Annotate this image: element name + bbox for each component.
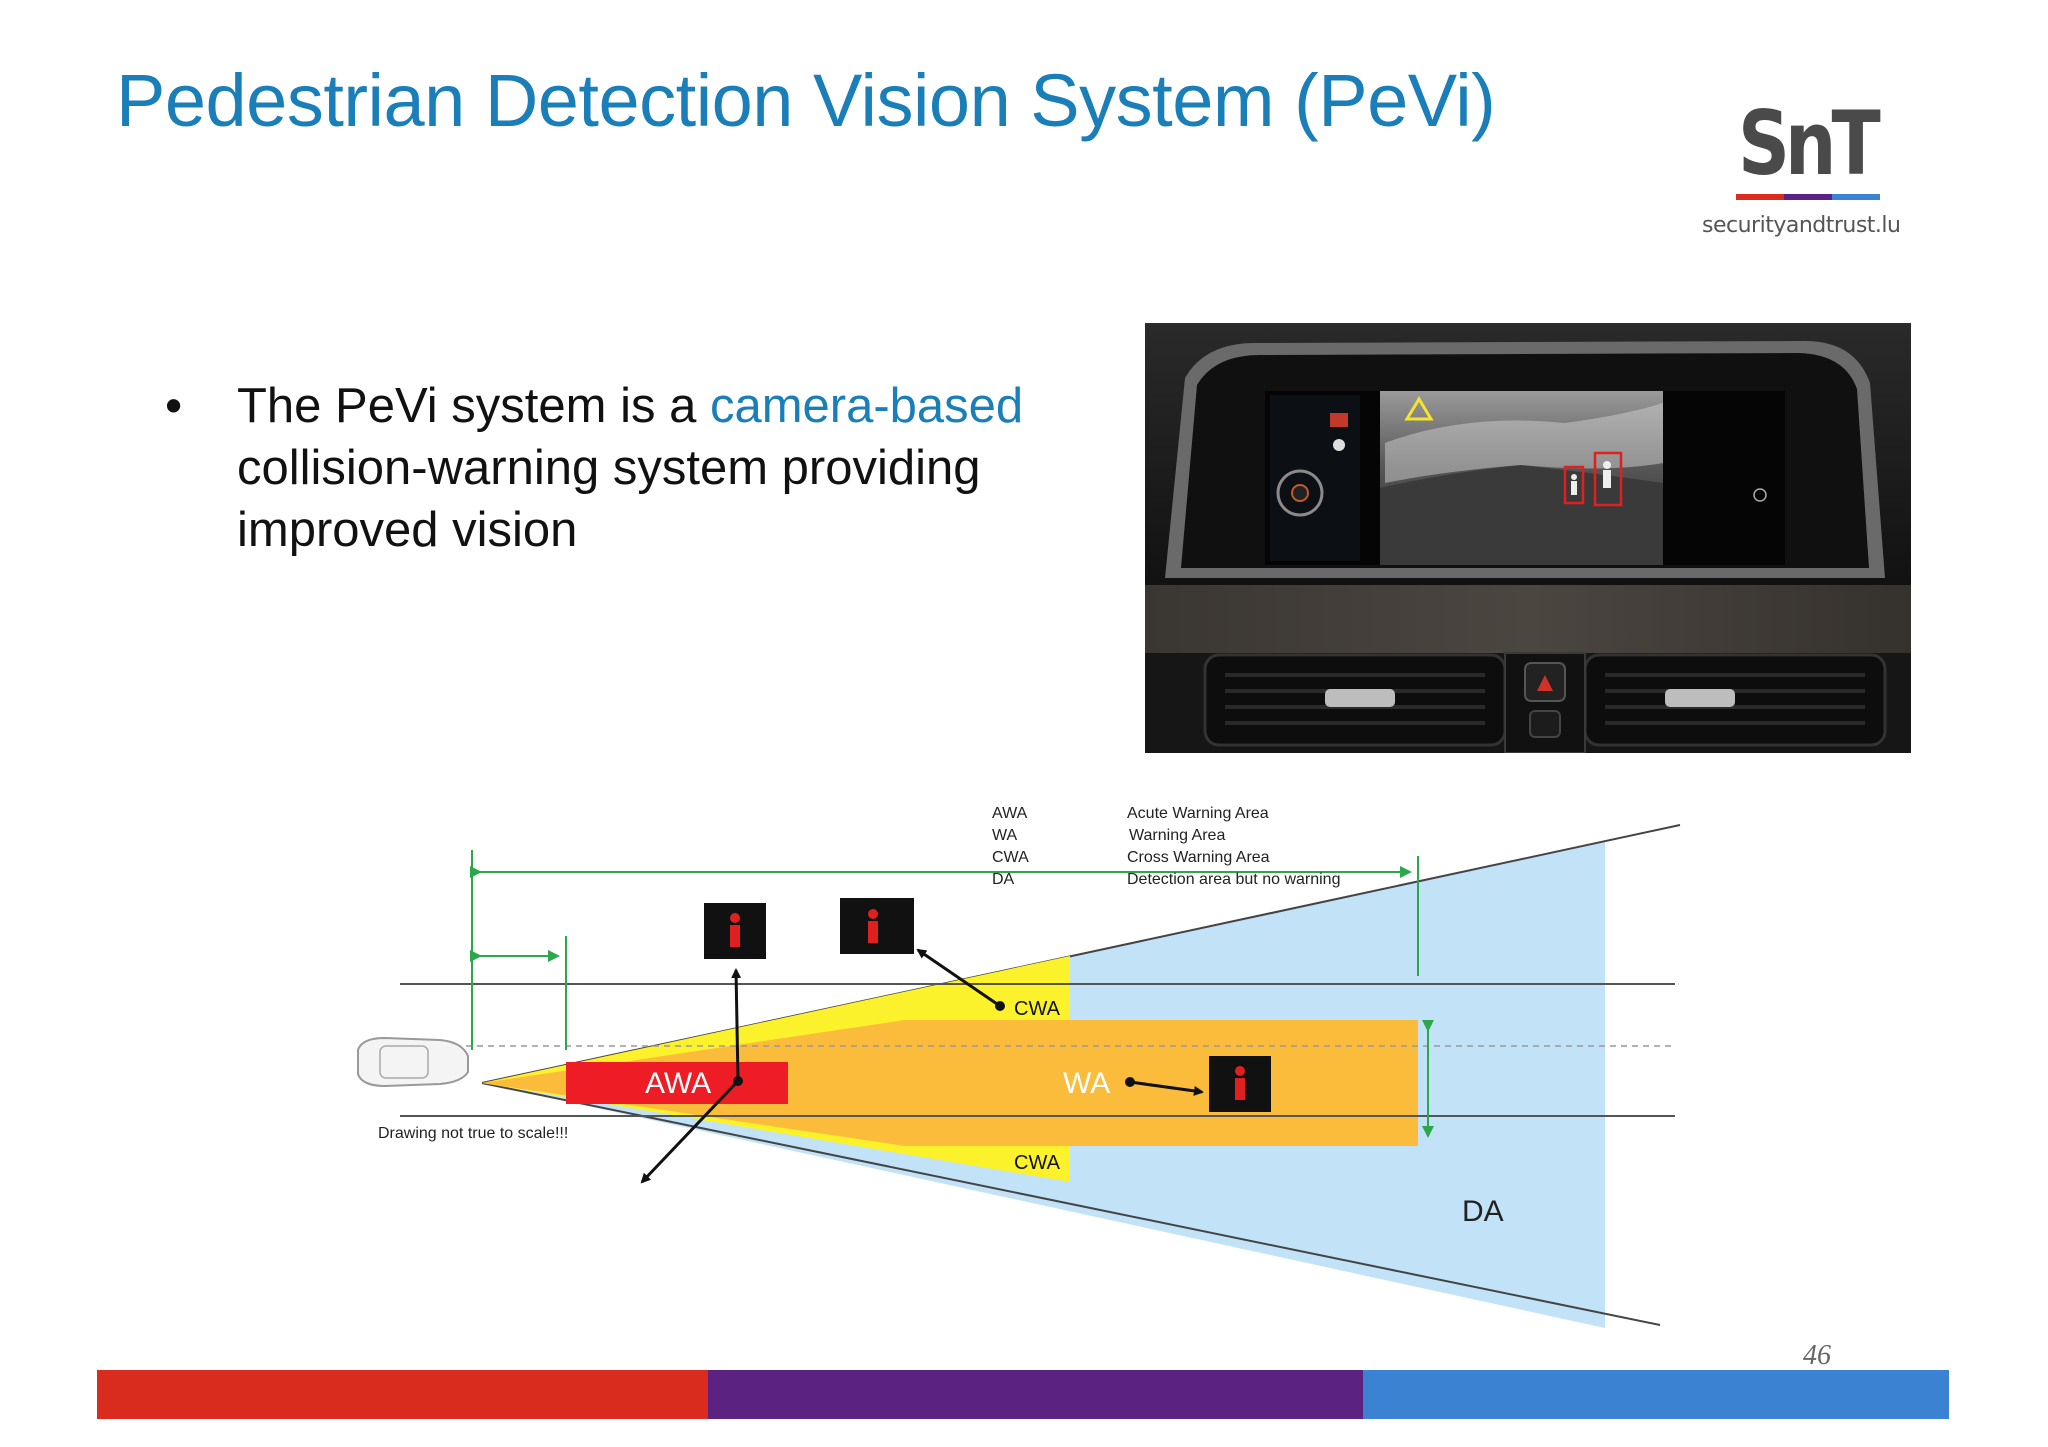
pedestrian-icon-top-left — [704, 903, 766, 959]
logo-mark: SnT — [1738, 92, 1881, 195]
awa-label: AWA — [645, 1067, 711, 1100]
footer-bar-red — [97, 1370, 708, 1419]
legend-meaning-cwa: Cross Warning Area — [1127, 849, 1270, 866]
car-icon — [357, 1036, 469, 1088]
legend-abbr-wa: WA — [992, 827, 1018, 844]
footer-bar-purple — [708, 1370, 1363, 1419]
bullet-symbol: • — [165, 379, 183, 433]
legend-meaning-wa: Warning Area — [1129, 827, 1225, 844]
logo-url: securityandtrust.lu — [1702, 213, 1901, 238]
pevi-zone-diagram: AWA WA CWA CWA DA Drawing not true to sc… — [357, 805, 1681, 1328]
pedestrian-icon-wa — [1209, 1056, 1271, 1112]
da-label: DA — [1462, 1195, 1504, 1228]
logo-bar-red — [1736, 194, 1784, 200]
legend-meaning-da: Detection area but no warning — [1127, 871, 1340, 888]
acute-warning-area — [566, 1062, 788, 1104]
snt-logo: SnT securityandtrust.lu — [1690, 92, 1901, 250]
footer-bar-blue — [1363, 1370, 1949, 1419]
page-number: 46 — [1803, 1340, 1831, 1371]
logo-bar-blue — [1832, 194, 1880, 200]
legend-meaning-awa: Acute Warning Area — [1127, 805, 1269, 822]
warning-area — [482, 1020, 1418, 1146]
bullet-text-before: The PeVi system is a — [237, 379, 710, 433]
cwa-bottom-label: CWA — [1014, 1152, 1061, 1174]
dashboard-photo — [1145, 323, 1911, 753]
legend-abbr-cwa: CWA — [992, 849, 1029, 866]
bullet-text: The PeVi system is a camera-based collis… — [237, 375, 1097, 561]
scale-note: Drawing not true to scale!!! — [378, 1125, 568, 1142]
bullet-text-after: collision-warning system providing impro… — [237, 441, 981, 557]
logo-bar-purple — [1784, 194, 1832, 200]
diagram-legend: AWA Acute Warning Area WA Warning Area C… — [992, 805, 1340, 888]
legend-abbr-da: DA — [992, 871, 1015, 888]
slide-title: Pedestrian Detection Vision System (PeVi… — [116, 59, 1496, 142]
cwa-top-label: CWA — [1014, 998, 1061, 1020]
wa-label: WA — [1063, 1067, 1110, 1100]
legend-abbr-awa: AWA — [992, 805, 1028, 822]
bullet-highlight: camera-based — [709, 379, 1024, 433]
pedestrian-icon-top-right — [840, 898, 914, 954]
